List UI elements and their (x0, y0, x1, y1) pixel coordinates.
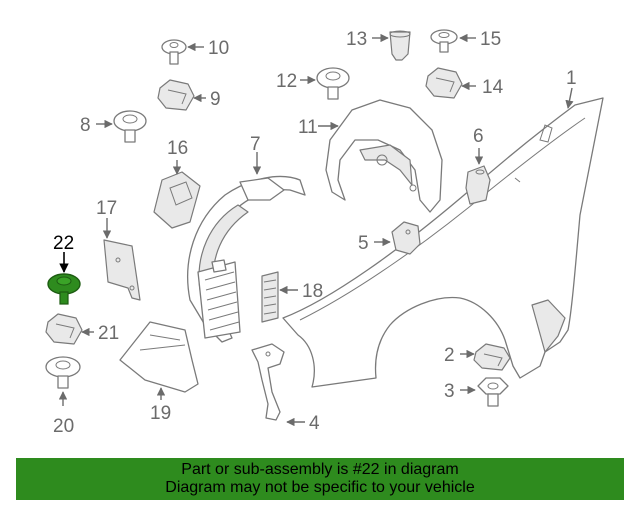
shield-19-part (119, 321, 199, 393)
wheel-liner-rear-part (325, 99, 443, 213)
clip-nut-2-part (473, 343, 511, 371)
bracket-5-part (391, 221, 421, 255)
grille-18-part (261, 271, 279, 323)
callout-10: 10 (208, 38, 229, 59)
rivet-8-part (113, 110, 147, 143)
callout-9: 9 (210, 89, 221, 110)
callout-3: 3 (444, 381, 455, 402)
leader-1 (565, 87, 574, 109)
callout-5: 5 (358, 233, 369, 254)
clip-13-part (389, 30, 411, 61)
rivet-15-part (430, 29, 458, 53)
banner-line-1: Part or sub-assembly is #22 in diagram (181, 461, 459, 478)
info-banner: Part or sub-assembly is #22 in diagram D… (16, 458, 624, 500)
callout-4: 4 (309, 413, 320, 434)
callout-7: 7 (250, 134, 261, 155)
panel-17-part (103, 239, 141, 301)
screw-22-part (47, 273, 81, 305)
callout-2: 2 (444, 345, 455, 366)
callout-6: 6 (473, 126, 484, 147)
clip-nut-14-part (425, 67, 463, 99)
callout-13: 13 (346, 29, 367, 50)
clip-nut-21-part (45, 313, 83, 345)
rivet-10-part (161, 39, 187, 65)
callout-18: 18 (302, 281, 323, 302)
callout-14: 14 (482, 77, 504, 98)
rivet-20-part (45, 356, 81, 389)
bracket-6-part (465, 165, 491, 205)
callout-21: 21 (98, 323, 119, 344)
callout-20: 20 (53, 416, 74, 437)
callout-12: 12 (276, 71, 297, 92)
bracket-16-part (153, 171, 201, 229)
callout-16: 16 (167, 138, 188, 159)
callout-17: 17 (96, 198, 117, 219)
bracket-4-part (251, 343, 285, 421)
wheel-liner-front-part (187, 175, 306, 343)
callout-22: 22 (53, 233, 74, 254)
callout-8: 8 (80, 115, 91, 136)
callout-1: 1 (566, 68, 577, 89)
bolt-3-part (477, 377, 509, 407)
banner-line-2: Diagram may not be specific to your vehi… (165, 479, 475, 496)
clip-nut-9-part (157, 79, 195, 111)
callout-19: 19 (150, 403, 171, 424)
rivet-12-part (316, 67, 350, 100)
fender-part (282, 97, 604, 388)
callout-11: 11 (298, 117, 318, 138)
callout-15: 15 (480, 29, 501, 50)
